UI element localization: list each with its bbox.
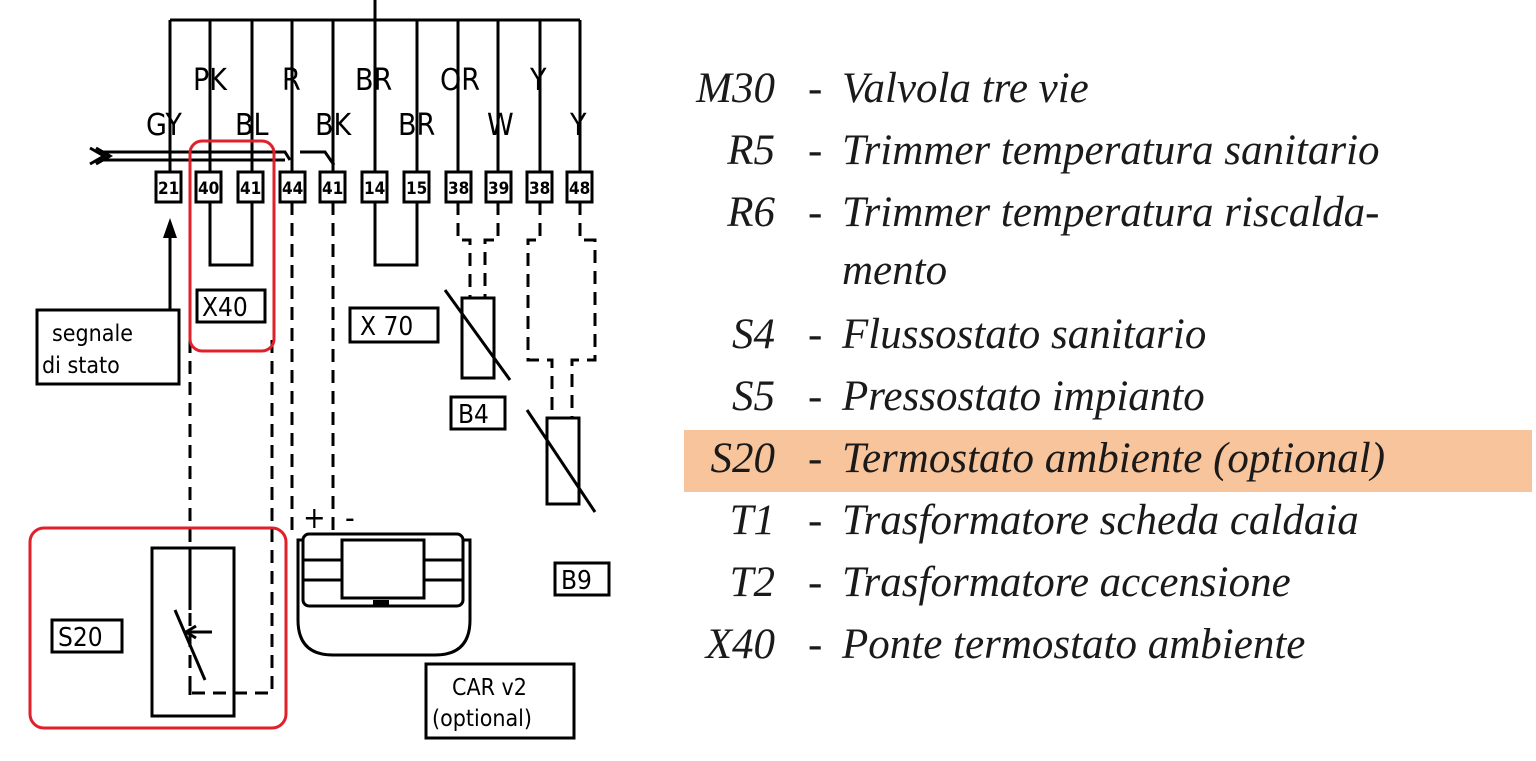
wire-label-br-bottom: BR bbox=[398, 108, 435, 143]
legend-dash: - bbox=[808, 373, 823, 420]
legend-code: S20 bbox=[710, 435, 776, 482]
legend-code: X40 bbox=[705, 621, 775, 668]
terminal-21: 21 bbox=[158, 179, 179, 199]
legend-code: R5 bbox=[727, 127, 775, 174]
legend-item-x40: X40 - Ponte termostato ambiente bbox=[660, 616, 1536, 678]
wire-label-y-top: Y bbox=[529, 63, 547, 98]
terminal-44: 44 bbox=[282, 179, 303, 199]
segnale-label-line1: segnale bbox=[52, 321, 133, 347]
x40-highlight-frame bbox=[188, 139, 276, 353]
legend-item-m30: M30 - Valvola tre vie bbox=[660, 60, 1536, 122]
legend-dash: - bbox=[808, 311, 823, 358]
wire-label-r: R bbox=[282, 63, 301, 98]
car-label-line2: (optional) bbox=[432, 706, 532, 732]
wire-label-bk: BK bbox=[315, 108, 353, 143]
terminal-48: 48 bbox=[569, 179, 590, 199]
legend-desc: Trasformatore accensione bbox=[842, 559, 1291, 606]
legend-item-t1: T1 - Trasformatore scheda caldaia bbox=[660, 492, 1536, 554]
legend-item-r5: R5 - Trimmer temperatura sanitario bbox=[660, 122, 1536, 184]
x70-label: X 70 bbox=[360, 312, 413, 342]
terminal-41b: 41 bbox=[322, 179, 343, 199]
legend-desc: Ponte termostato ambiente bbox=[842, 621, 1306, 668]
legend-desc-continuation: mento bbox=[842, 247, 948, 294]
terminal-41a: 41 bbox=[240, 179, 261, 199]
car-device-icon: CAR v2 (optional) bbox=[296, 532, 576, 740]
b9-label: B9 bbox=[561, 566, 592, 596]
wire-label-bl: BL bbox=[235, 108, 269, 143]
car-minus: - bbox=[345, 501, 355, 536]
terminal-40: 40 bbox=[198, 179, 219, 199]
legend-item-t2: T2 - Trasformatore accensione bbox=[660, 554, 1536, 616]
legend-item-s20-highlighted: S20 - Termostato ambiente (optional) bbox=[684, 430, 1532, 492]
legend-desc: Flussostato sanitario bbox=[842, 311, 1207, 358]
legend-dash: - bbox=[808, 621, 823, 668]
terminal-38a: 38 bbox=[448, 179, 469, 199]
wiring-diagram: PK R BR OR Y GY BL BK BR W Y 21 40 41 44… bbox=[28, 0, 611, 740]
wire-label-y-bottom: Y bbox=[569, 108, 587, 143]
terminal-38b: 38 bbox=[529, 179, 550, 199]
legend-dash: - bbox=[808, 127, 823, 174]
legend-dash: - bbox=[808, 497, 823, 544]
legend-dash: - bbox=[808, 559, 823, 606]
legend-item-s4: S4 - Flussostato sanitario bbox=[660, 306, 1536, 368]
s20-label: S20 bbox=[58, 623, 103, 653]
wire-label-or: OR bbox=[440, 63, 480, 98]
legend-code: T2 bbox=[729, 559, 775, 606]
legend-code: R6 bbox=[727, 189, 775, 236]
legend-dash: - bbox=[808, 435, 823, 482]
legend-dash: - bbox=[808, 189, 823, 236]
x40-label: X40 bbox=[202, 293, 248, 323]
wire-label-w: W bbox=[487, 108, 514, 143]
wire-label-gy: GY bbox=[146, 108, 182, 143]
legend-code: T1 bbox=[729, 497, 775, 544]
legend-desc: Trimmer temperatura sanitario bbox=[842, 127, 1380, 174]
legend-item-r6-continuation: mento bbox=[660, 246, 1536, 306]
car-plus: + bbox=[303, 501, 326, 536]
legend-item-r6: R6 - Trimmer temperatura riscalda- bbox=[660, 184, 1536, 246]
component-legend: M30 - Valvola tre vie R5 - Trimmer tempe… bbox=[660, 60, 1536, 678]
wire-label-br-top: BR bbox=[355, 63, 392, 98]
legend-desc: Trimmer temperatura riscalda- bbox=[842, 189, 1380, 236]
segnale-label-line2: di stato bbox=[42, 353, 120, 379]
terminal-39: 39 bbox=[488, 179, 509, 199]
legend-desc: Termostato ambiente (optional) bbox=[842, 435, 1386, 482]
wire-label-pk: PK bbox=[193, 63, 228, 98]
legend-desc: Trasformatore scheda caldaia bbox=[842, 497, 1359, 544]
legend-code: S4 bbox=[732, 311, 775, 358]
car-label-line1: CAR v2 bbox=[452, 675, 527, 701]
terminal-15: 15 bbox=[406, 179, 427, 199]
legend-code: M30 bbox=[696, 65, 775, 112]
legend-item-s5: S5 - Pressostato impianto bbox=[660, 368, 1536, 430]
legend-desc: Pressostato impianto bbox=[842, 373, 1205, 420]
legend-code: S5 bbox=[732, 373, 775, 420]
legend-desc: Valvola tre vie bbox=[842, 65, 1089, 112]
s20-highlight-frame bbox=[28, 526, 288, 730]
legend-dash: - bbox=[808, 65, 823, 112]
b4-label: B4 bbox=[458, 400, 489, 430]
terminal-14: 14 bbox=[364, 179, 385, 199]
